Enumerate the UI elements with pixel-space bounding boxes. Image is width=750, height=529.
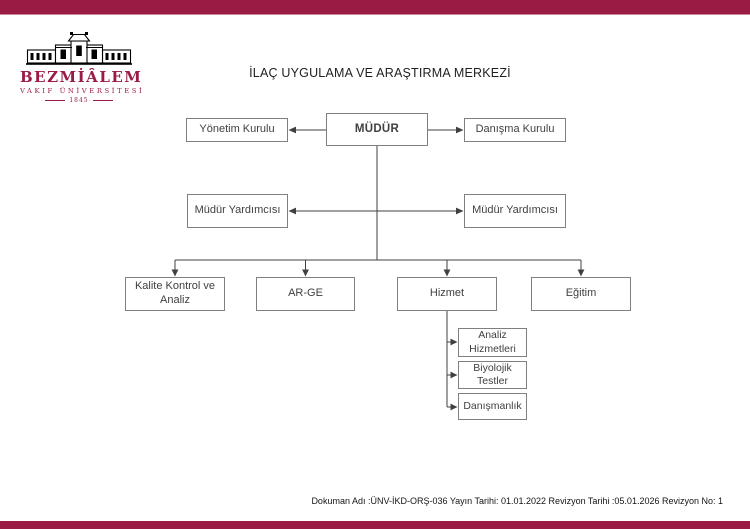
logo-year-rule-left xyxy=(45,100,66,101)
org-box-analysis-services: Analiz Hizmetleri xyxy=(458,328,527,357)
org-box-advisory-board: Danışma Kurulu xyxy=(464,118,566,142)
university-building-icon xyxy=(26,32,132,65)
logo-subtitle: VAKIF ÜNİVERSİTESİ xyxy=(20,87,145,95)
bottom-accent-bar xyxy=(0,521,750,529)
org-box-services: Hizmet xyxy=(397,277,497,311)
org-box-deputy-director-left: Müdür Yardımcısı xyxy=(187,194,288,228)
logo-wordmark: BEZMİÂLEM xyxy=(20,68,143,86)
university-logo: BEZMİÂLEM VAKIF ÜNİVERSİTESİ 1845 xyxy=(20,32,145,104)
org-box-director: MÜDÜR xyxy=(326,113,428,146)
page-title: İLAÇ UYGULAMA VE ARAŞTIRMA MERKEZİ xyxy=(249,66,511,80)
org-box-biological-tests: Biyolojik Testler xyxy=(458,361,527,389)
document-control-footer: Dokuman Adı :ÜNV-İKD-ORŞ-036 Yayın Tarih… xyxy=(311,496,723,506)
org-box-consultancy: Danışmanlık xyxy=(458,393,527,420)
org-box-quality-control: Kalite Kontrol ve Analiz xyxy=(125,277,225,311)
top-accent-bar xyxy=(0,0,750,15)
logo-year-rule-right xyxy=(92,100,113,101)
org-box-education: Eğitim xyxy=(531,277,631,311)
org-box-deputy-director-right: Müdür Yardımcısı xyxy=(464,194,566,228)
logo-year: 1845 xyxy=(20,97,138,104)
logo-year-text: 1845 xyxy=(69,97,89,104)
org-box-management-board: Yönetim Kurulu xyxy=(186,118,288,142)
org-box-rnd: AR-GE xyxy=(256,277,355,311)
